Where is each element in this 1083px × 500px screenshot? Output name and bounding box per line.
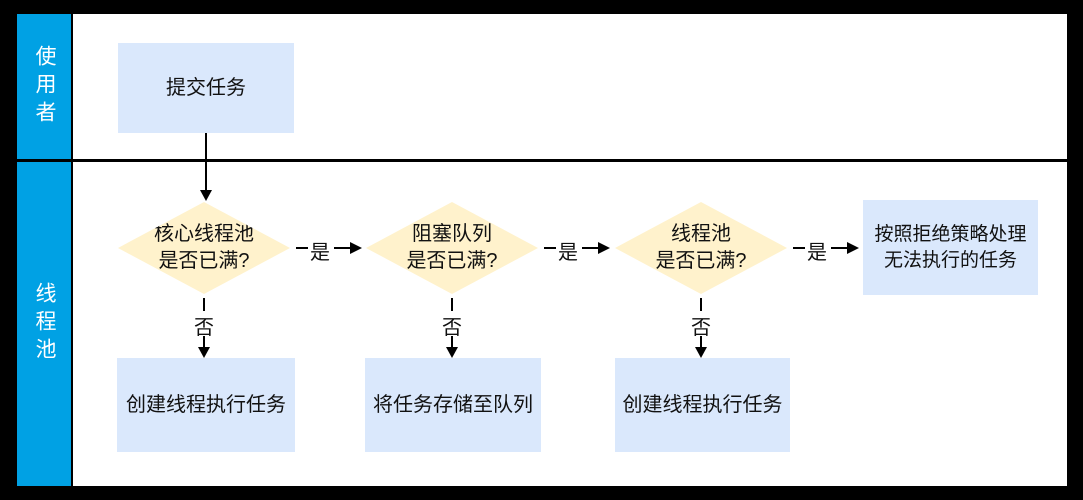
arrowhead-right-icon [350, 242, 362, 254]
edge-yes1-line-a [296, 247, 312, 249]
edge-yes2-label: 是 [556, 236, 580, 265]
process-create-thread-1: 创建线程执行任务 [117, 358, 295, 452]
edge-yes3-line-b [831, 247, 847, 249]
swimlane-user-label: 使用者 [33, 44, 56, 129]
edge-no3-line-a [700, 298, 702, 312]
process-submit-task-label: 提交任务 [166, 76, 246, 99]
decision-blocking-queue-full-line1: 阻塞队列 [412, 223, 492, 245]
arrowhead-down-icon [198, 347, 210, 358]
process-submit-task: 提交任务 [118, 43, 294, 133]
edge-no2-line-a [451, 298, 453, 312]
decision-core-pool-full-line2: 是否已满? [158, 250, 250, 272]
edge-no1-label: 否 [192, 311, 216, 340]
swimlane-user: 使用者 [17, 14, 73, 159]
arrowhead-right-icon [598, 242, 610, 254]
arrowhead-down-icon [200, 190, 212, 201]
swimlane-thread-pool: 线程池 [17, 162, 73, 486]
swimlane-thread-pool-label: 线程池 [33, 282, 56, 366]
decision-thread-pool-full-line2: 是否已满? [655, 250, 747, 272]
arrowhead-down-icon [695, 347, 707, 358]
swimlane-divider [17, 159, 1067, 162]
process-create-thread-1-label: 创建线程执行任务 [126, 393, 286, 416]
edge-no1-line-b [203, 336, 205, 348]
edge-yes2-line-a [544, 247, 560, 249]
decision-thread-pool-full-line1: 线程池 [671, 223, 731, 245]
process-store-task-queue-label: 将任务存储至队列 [373, 393, 533, 416]
decision-core-pool-full-line1: 核心线程池 [154, 223, 254, 245]
process-create-thread-2: 创建线程执行任务 [615, 358, 790, 452]
process-reject-policy: 按照拒绝策略处理 无法执行的任务 [863, 200, 1038, 295]
decision-blocking-queue-full-line2: 是否已满? [406, 250, 498, 272]
process-reject-policy-line2: 无法执行的任务 [883, 249, 1017, 271]
edge-no1-line-a [203, 298, 205, 312]
process-store-task-queue: 将任务存储至队列 [365, 358, 541, 452]
arrowhead-down-icon [446, 347, 458, 358]
edge-yes1-line-b [334, 247, 350, 249]
edge-no3-line-b [700, 336, 702, 348]
edge-yes3-line-a [793, 247, 809, 249]
edge-yes3-label: 是 [805, 236, 829, 265]
process-reject-policy-line1: 按照拒绝策略处理 [874, 223, 1027, 245]
edge-submit-to-core [205, 133, 207, 191]
edge-yes2-line-b [582, 247, 598, 249]
edge-no2-label: 否 [440, 311, 464, 340]
edge-no2-line-b [451, 336, 453, 348]
process-create-thread-2-label: 创建线程执行任务 [622, 393, 783, 416]
arrowhead-right-icon [847, 242, 859, 254]
edge-yes1-label: 是 [308, 236, 332, 265]
edge-no3-label: 否 [689, 311, 713, 340]
